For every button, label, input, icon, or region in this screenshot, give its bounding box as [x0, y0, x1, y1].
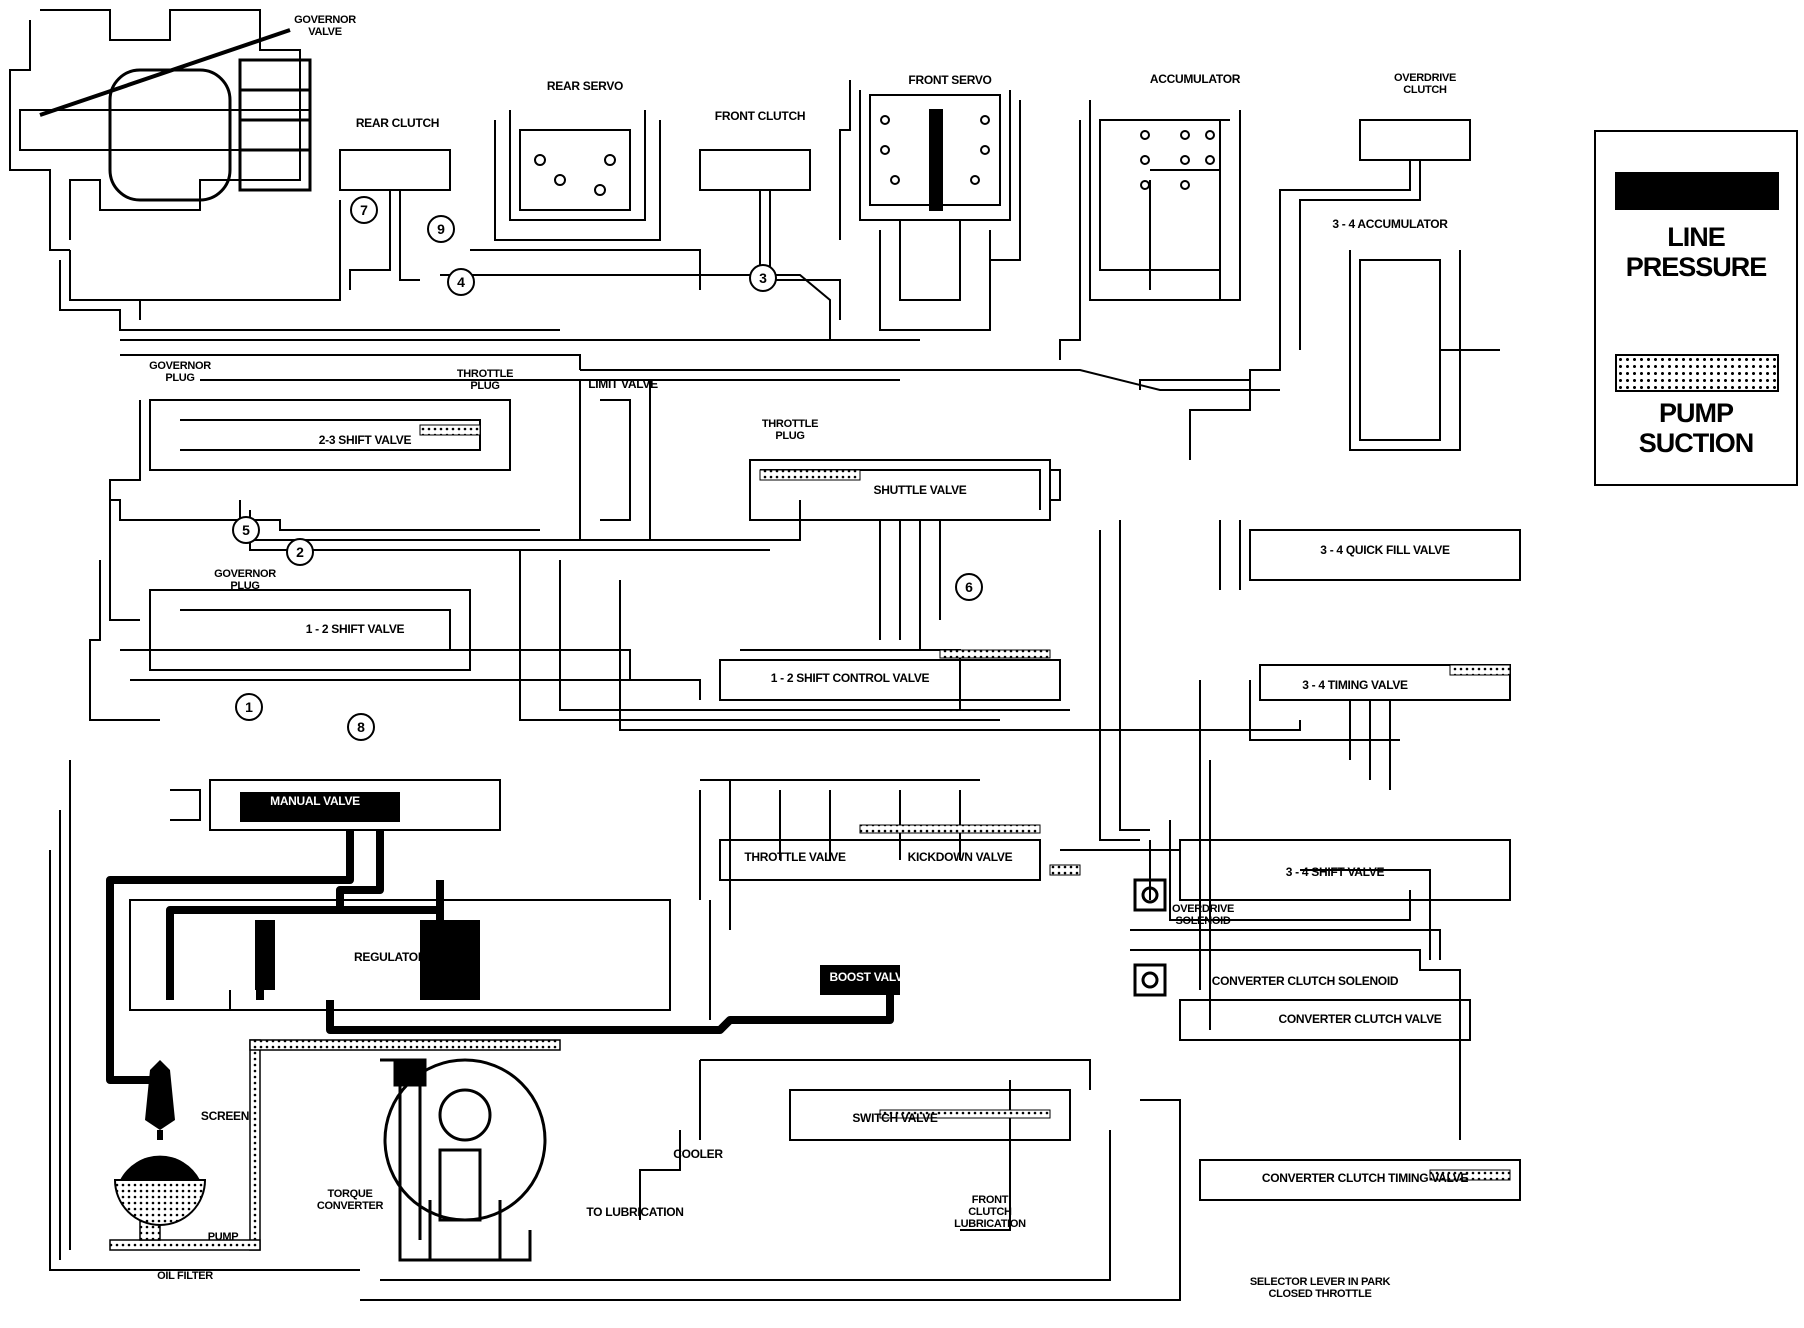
selector-note: SELECTOR LEVER IN PARK CLOSED THROTTLE	[1249, 1276, 1391, 1300]
screen-label: SCREEN	[200, 1109, 250, 1123]
converter-clutch-timing-valve-label: CONVERTER CLUTCH TIMING VALVE	[1261, 1171, 1469, 1185]
check-ball-8: 8	[347, 713, 375, 741]
throttle-plug-shuttle-label: THROTTLE PLUG	[761, 418, 819, 442]
governor-valve-label: GOVERNOR VALVE	[294, 14, 356, 38]
rear-clutch-label: REAR CLUTCH	[355, 116, 440, 130]
check-ball-5: 5	[232, 516, 260, 544]
accumulator-3-4-label: 3 - 4 ACCUMULATOR	[1332, 217, 1448, 231]
quick-fill-valve-3-4-label: 3 - 4 QUICK FILL VALVE	[1320, 543, 1450, 557]
line-pressure-passages	[106, 830, 894, 1090]
cooler-label: COOLER	[673, 1147, 723, 1161]
shift-control-valve-1-2-label: 1 - 2 SHIFT CONTROL VALVE	[770, 671, 930, 685]
check-ball-7: 7	[350, 196, 378, 224]
oil-screen-and-sump	[113, 1060, 207, 1226]
boost-valve-body	[820, 965, 900, 995]
timing-valve-3-4-label: 3 - 4 TIMING VALVE	[1302, 678, 1408, 692]
front-clutch-lubrication-label: FRONT CLUTCH LUBRICATION	[954, 1194, 1026, 1230]
front-clutch-label: FRONT CLUTCH	[714, 109, 806, 123]
manual-valve-line-pressure	[240, 792, 400, 822]
to-lubrication-label: TO LUBRICATION	[586, 1205, 684, 1219]
check-ball-6: 6	[955, 573, 983, 601]
converter-clutch-valve-label: CONVERTER CLUTCH VALVE	[1278, 1012, 1442, 1026]
check-ball-9: 9	[427, 215, 455, 243]
switch-valve-label: SWITCH VALVE	[852, 1111, 938, 1125]
servo-internals	[519, 94, 1221, 271]
overdrive-solenoid-label: OVERDRIVE SOLENOID	[1171, 903, 1235, 927]
governor-plug-lower-label: GOVERNOR PLUG	[214, 568, 276, 592]
regulator-valve-label: REGULATOR VALVE	[354, 950, 466, 964]
legend: LINE PRESSURE PUMP SUCTION	[1594, 130, 1798, 486]
line-pressure-legend-label: LINE PRESSURE	[1625, 222, 1768, 282]
shuttle-valve-label: SHUTTLE VALVE	[873, 483, 967, 497]
shift-valve-1-2-label: 1 - 2 SHIFT VALVE	[305, 622, 405, 636]
pump-label: PUMP	[207, 1231, 239, 1243]
check-ball-3: 3	[749, 264, 777, 292]
oil-filter-label: OIL FILTER	[157, 1270, 213, 1282]
solenoids	[1133, 878, 1167, 997]
line-pressure-swatch	[1615, 172, 1779, 210]
shift-valve-2-3-label: 2-3 SHIFT VALVE	[318, 433, 412, 447]
accumulator-label: ACCUMULATOR	[1149, 72, 1241, 86]
governor-plug-upper-label: GOVERNOR PLUG	[149, 360, 211, 384]
governor-valve-graphic	[39, 28, 312, 202]
kickdown-valve-label: KICKDOWN VALVE	[907, 850, 1013, 864]
overdrive-clutch-label: OVERDRIVE CLUTCH	[1393, 72, 1457, 96]
check-ball-2: 2	[286, 538, 314, 566]
hydraulic-passages	[9, 9, 1521, 1301]
shift-valve-3-4-label: 3 - 4 SHIFT VALVE	[1285, 865, 1385, 879]
converter-clutch-solenoid-label: CONVERTER CLUTCH SOLENOID	[1211, 974, 1399, 988]
check-ball-1: 1	[235, 693, 263, 721]
boost-valve-label: BOOST VALVE	[829, 970, 911, 984]
front-servo-label: FRONT SERVO	[908, 73, 992, 87]
torque-converter-label: TORQUE CONVERTER	[316, 1188, 384, 1212]
rear-servo-label: REAR SERVO	[546, 79, 624, 93]
throttle-valve-label: THROTTLE VALVE	[744, 850, 846, 864]
pump-suction-passages	[109, 424, 1511, 1251]
check-ball-4: 4	[447, 268, 475, 296]
pump-suction-legend-label: PUMP SUCTION	[1638, 398, 1755, 458]
throttle-plug-upper-label: THROTTLE PLUG	[456, 368, 514, 392]
limit-valve-label: LIMIT VALVE	[588, 377, 658, 391]
pump-suction-swatch	[1615, 354, 1779, 392]
manual-valve-label: MANUAL VALVE	[270, 794, 360, 808]
torque-converter-graphic	[380, 1058, 547, 1262]
